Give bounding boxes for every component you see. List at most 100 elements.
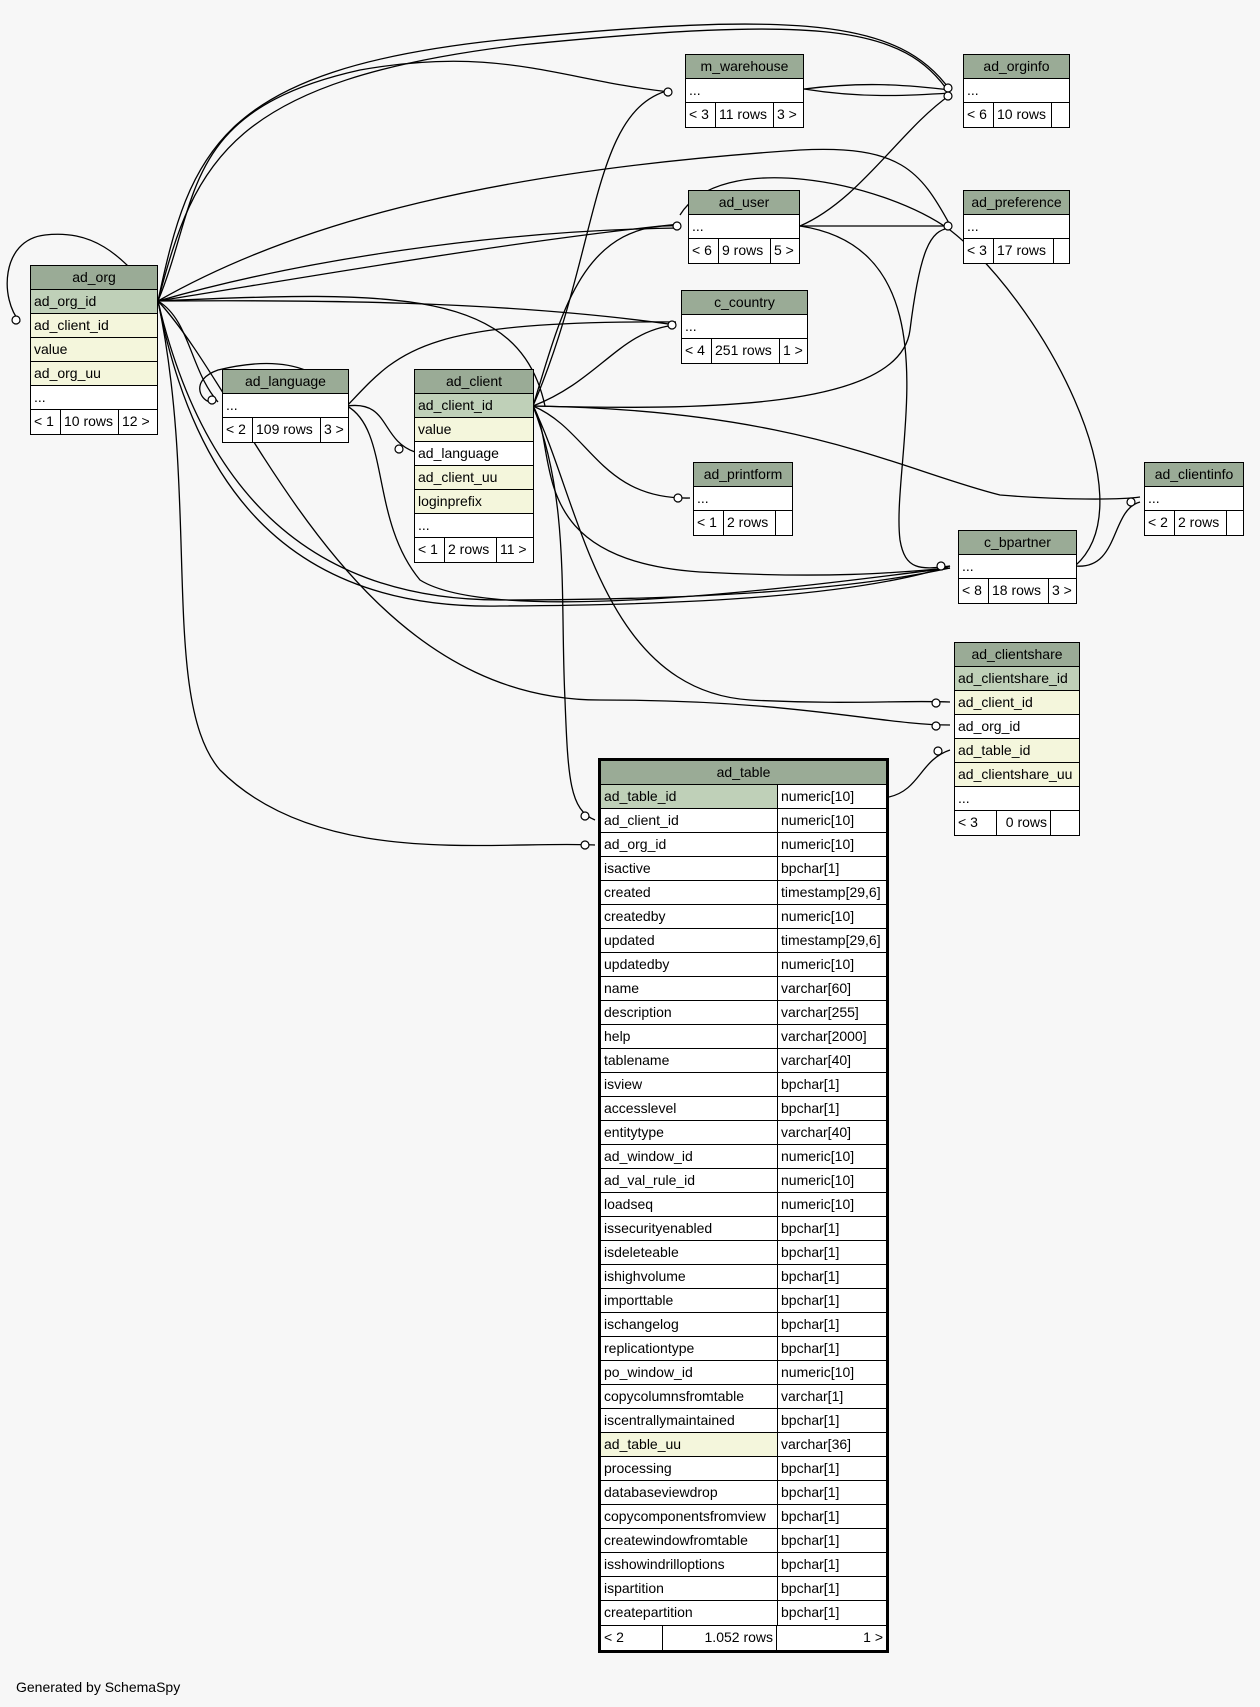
edge-ad-org-self xyxy=(6,233,159,323)
table-title: ad_clientinfo xyxy=(1145,463,1243,487)
edge-ad-client-c-country xyxy=(532,324,677,407)
column-ellipsis: ... xyxy=(692,218,704,234)
table-title: ad_orginfo xyxy=(964,55,1069,79)
column-name: accesslevel xyxy=(604,1100,677,1116)
column-ad-client-id: ad_client_id xyxy=(34,317,109,333)
column-type: timestamp[29,6] xyxy=(777,929,886,952)
column-ellipsis: ... xyxy=(958,790,970,806)
table-row: createwindowfromtable bpchar[1] xyxy=(601,1529,886,1553)
column-ellipsis: ... xyxy=(34,389,46,405)
edge-ad-client-ad-preference xyxy=(532,227,951,408)
edge-c-bpartner-ad-user xyxy=(679,177,1101,567)
column-name: ad_val_rule_id xyxy=(604,1172,696,1188)
column-ellipsis: ... xyxy=(697,490,709,506)
column-name: ischangelog xyxy=(604,1316,679,1332)
edge-ad-client-ad-user xyxy=(532,225,681,407)
column-name: ispartition xyxy=(604,1580,664,1596)
table-title: ad_language xyxy=(223,370,348,394)
edge-ad-org-c-country xyxy=(157,300,677,326)
edge-ad-user-c-bpartner xyxy=(799,225,951,569)
table-row: ischangelog bpchar[1] xyxy=(601,1313,886,1337)
column-name: isview xyxy=(604,1076,643,1092)
column-type: bpchar[1] xyxy=(777,1481,886,1504)
table-ad-clientshare[interactable]: ad_clientshare ad_clientshare_id ad_clie… xyxy=(954,642,1080,836)
table-ad-org[interactable]: ad_org ad_org_id ad_client_id value ad_o… xyxy=(30,265,158,435)
table-title: ad_printform xyxy=(694,463,792,487)
column-type: varchar[1] xyxy=(777,1385,886,1408)
column-type: bpchar[1] xyxy=(777,1529,886,1552)
table-title: ad_preference xyxy=(964,191,1069,215)
column-type: bpchar[1] xyxy=(777,1313,886,1336)
column-ad-table-id: ad_table_id xyxy=(958,742,1031,758)
column-type: varchar[255] xyxy=(777,1001,886,1024)
column-value: value xyxy=(418,421,452,437)
column-name: ad_window_id xyxy=(604,1148,693,1164)
edge-ad-language-c-country xyxy=(346,321,677,407)
edge-c-bpartner-ad-clientinfo xyxy=(1074,501,1141,567)
column-type: numeric[10] xyxy=(777,1361,886,1384)
column-ad-client-id: ad_client_id xyxy=(418,397,493,413)
column-type: numeric[10] xyxy=(777,833,886,856)
edge-ad-client-ad-table xyxy=(532,405,596,821)
column-type: bpchar[1] xyxy=(777,1241,886,1264)
column-name: ad_org_id xyxy=(604,836,667,852)
column-type: bpchar[1] xyxy=(777,1553,886,1576)
column-name: databaseviewdrop xyxy=(604,1484,718,1500)
column-name: isactive xyxy=(604,860,651,876)
edge-m-warehouse-ad-orginfo-1 xyxy=(803,83,951,91)
column-name: isdeleteable xyxy=(604,1244,679,1260)
edge-ad-org-ad-table xyxy=(157,300,596,847)
column-name: issecurityenabled xyxy=(604,1220,713,1236)
column-ad-language: ad_language xyxy=(418,445,499,461)
column-type: numeric[10] xyxy=(777,809,886,832)
edge-ad-org-ad-orginfo-2 xyxy=(157,28,951,302)
column-type: varchar[40] xyxy=(777,1121,886,1144)
column-type: timestamp[29,6] xyxy=(777,881,886,904)
column-value: value xyxy=(34,341,68,357)
column-name: iscentrallymaintained xyxy=(604,1412,735,1428)
column-name: createpartition xyxy=(604,1604,693,1620)
edge-ad-org-ad-client xyxy=(157,295,546,407)
table-ad-client[interactable]: ad_client ad_client_id value ad_language… xyxy=(414,369,534,563)
column-ad-clientshare-id: ad_clientshare_id xyxy=(958,670,1068,686)
column-name: createwindowfromtable xyxy=(604,1532,748,1548)
table-title: ad_client xyxy=(415,370,533,394)
edge-ad-client-ad-clientinfo xyxy=(532,405,1141,500)
column-ellipsis: ... xyxy=(962,558,974,574)
column-type: bpchar[1] xyxy=(777,1577,886,1600)
column-type: bpchar[1] xyxy=(777,1073,886,1096)
edge-ad-org-ad-preference xyxy=(157,148,951,302)
column-type: numeric[10] xyxy=(777,905,886,928)
column-name: copycolumnsfromtable xyxy=(604,1388,745,1404)
